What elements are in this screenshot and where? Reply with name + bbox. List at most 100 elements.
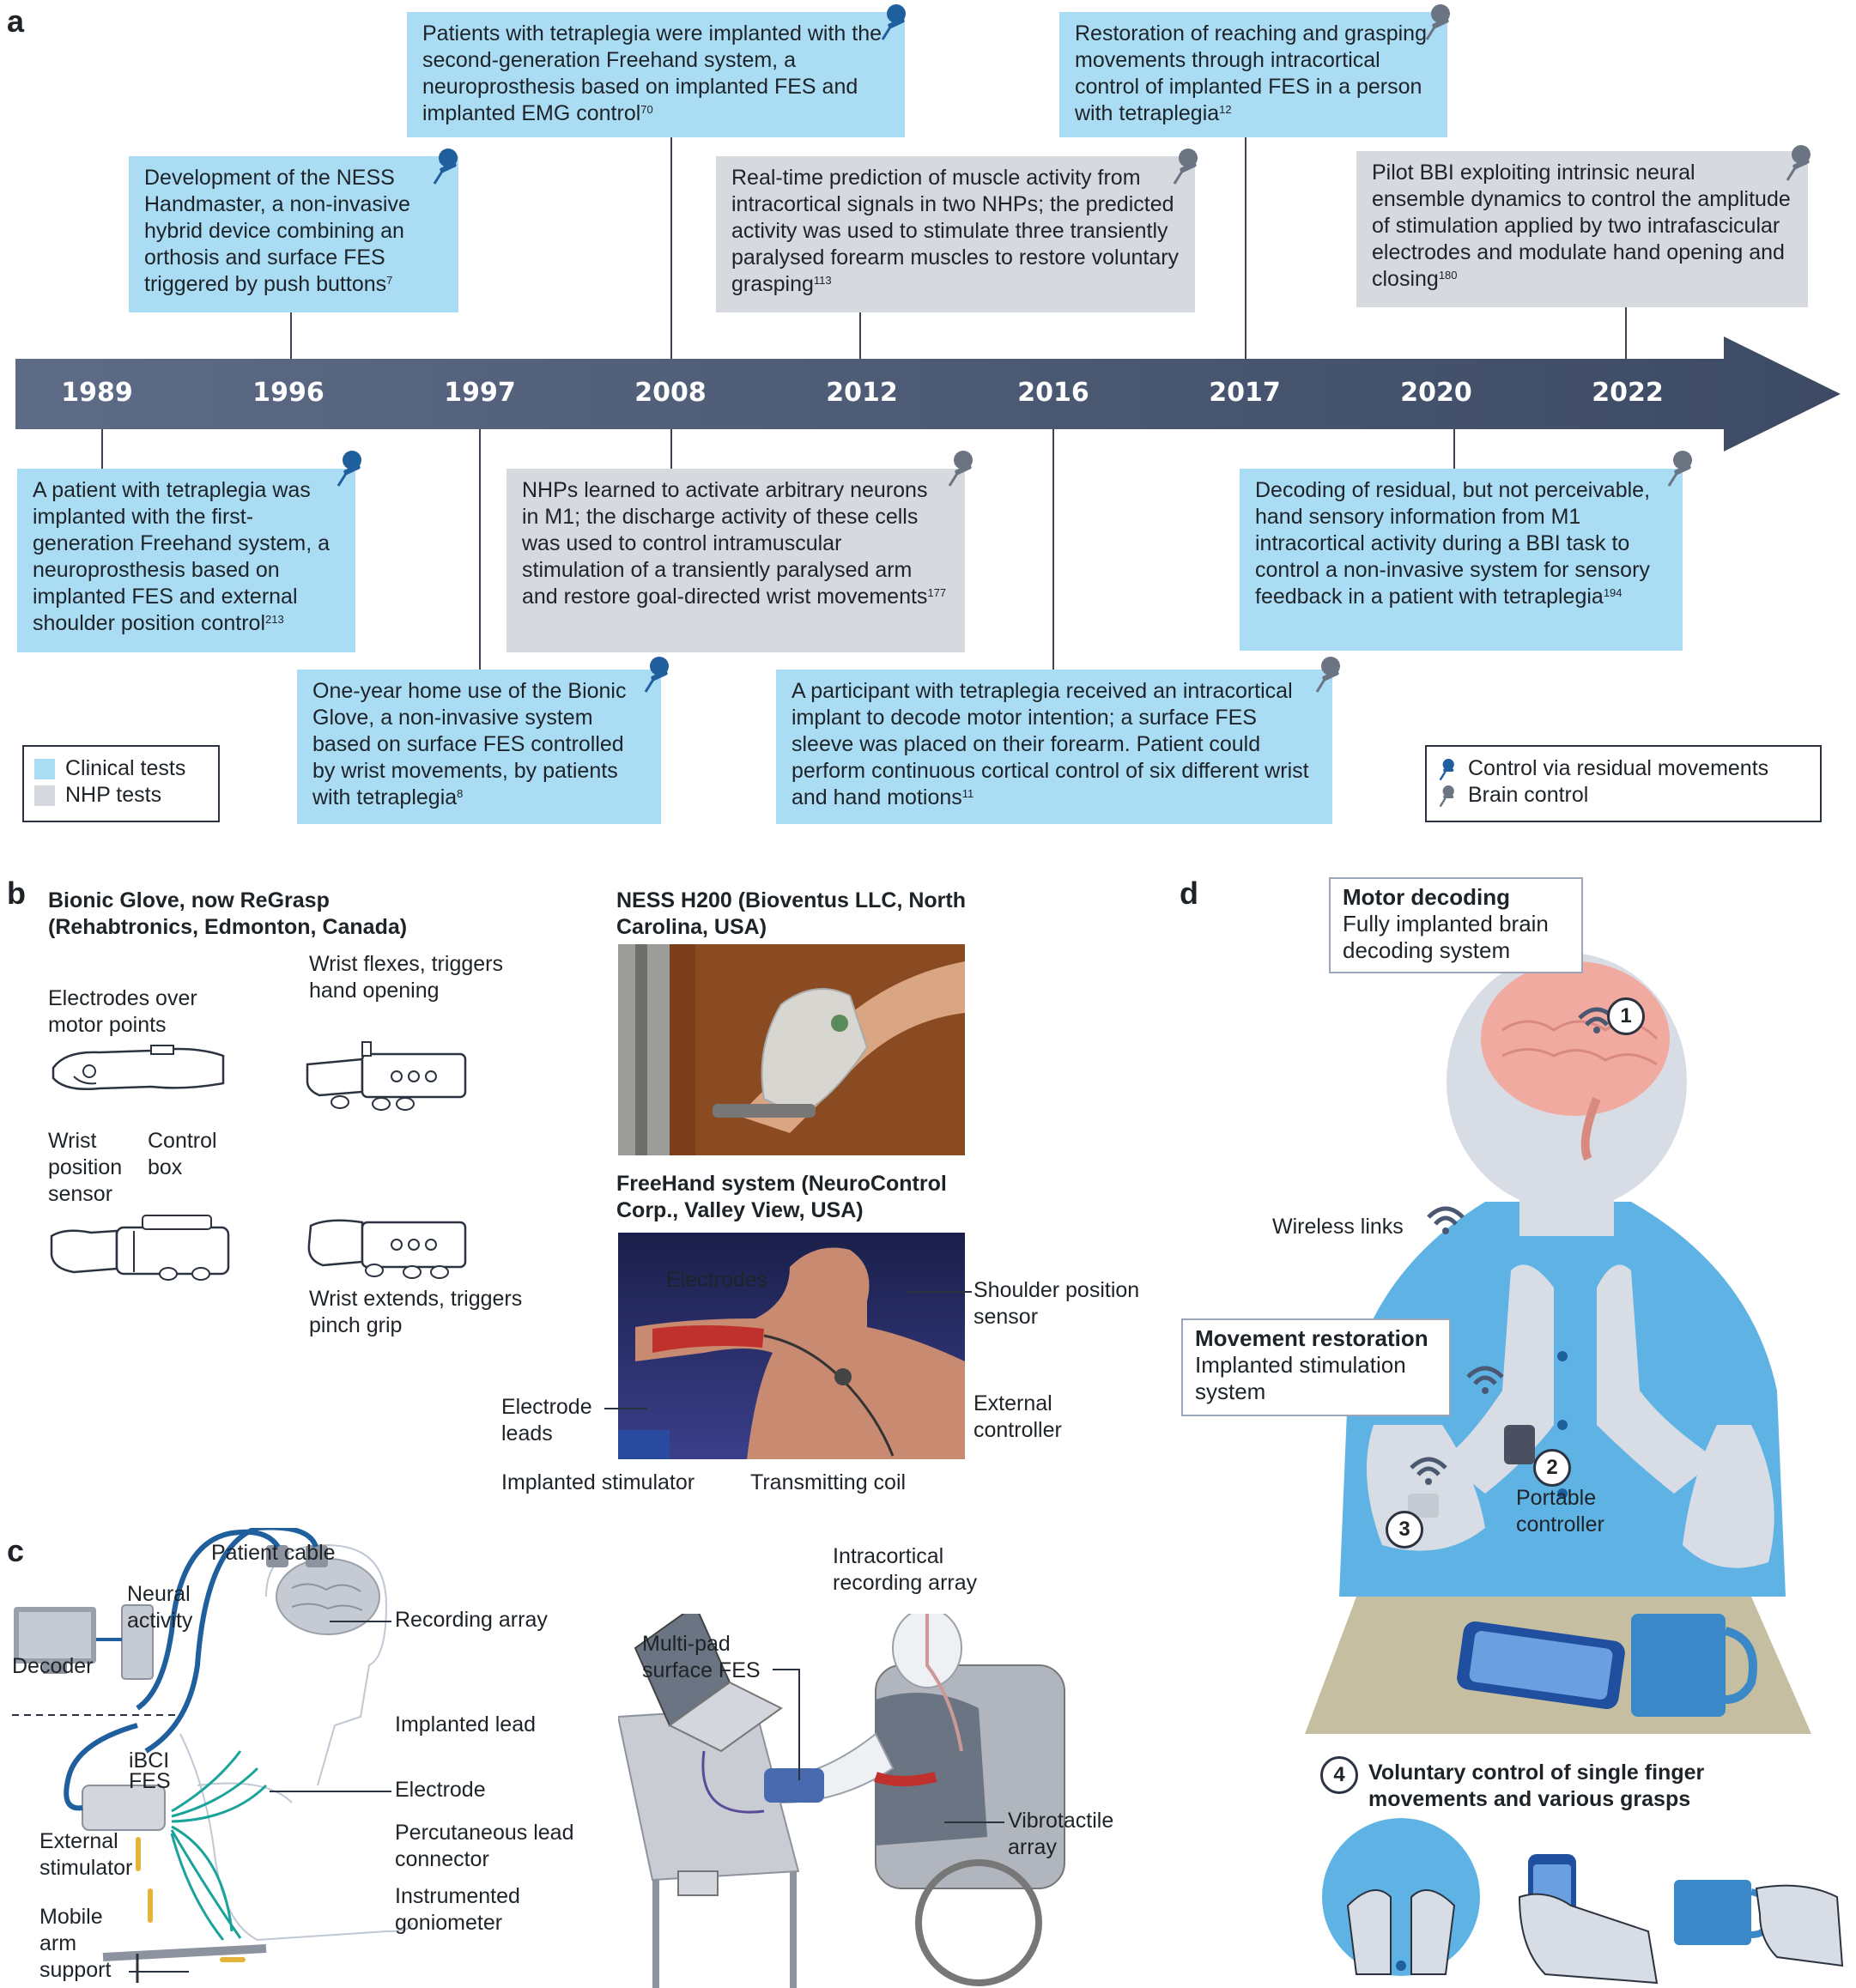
grasp-phone-illustration bbox=[1518, 1854, 1659, 1985]
label-decoder: Decoder bbox=[12, 1654, 94, 1678]
label-fh-electrode-leads: Electrode leads bbox=[501, 1395, 592, 1446]
label-wrist-flexes: Wrist flexes, triggers hand opening bbox=[309, 952, 503, 1003]
event-text: NHPs learned to activate arbitrary neuro… bbox=[522, 478, 928, 609]
pushpin-gray-icon bbox=[1425, 4, 1450, 40]
label-multipad-surface-fes: Multi-pad surface FES bbox=[642, 1632, 761, 1682]
event-text: One-year home use of the Bionic Glove, a… bbox=[312, 679, 627, 809]
label-wireless-links: Wireless links bbox=[1272, 1215, 1404, 1239]
label-fh-external-controller: External controller bbox=[973, 1391, 1062, 1442]
event-text: Development of the NESS Handmaster, a no… bbox=[144, 166, 410, 296]
panel-label-c: c bbox=[7, 1533, 25, 1568]
legend-label: Brain control bbox=[1468, 783, 1589, 807]
swatch-clinical bbox=[34, 758, 55, 779]
grasp-button-illustration bbox=[1322, 1818, 1480, 1976]
leader-line bbox=[604, 1408, 647, 1409]
bionic-glove-title: Bionic Glove, now ReGrasp (Rehabtronics,… bbox=[48, 888, 408, 939]
event-box-2020: Decoding of residual, but not perceivabl… bbox=[1240, 469, 1683, 651]
connector-2008b bbox=[670, 429, 672, 472]
reference: 113 bbox=[813, 274, 832, 287]
wireless-signal-icon bbox=[1427, 1206, 1465, 1234]
label-fh-shoulder-position-sensor: Shoulder position sensor bbox=[973, 1278, 1140, 1329]
panel-label-d: d bbox=[1180, 876, 1198, 911]
pushpin-blue-icon bbox=[433, 148, 458, 185]
panel-label-a: a bbox=[7, 3, 25, 39]
label-patient-cable: Patient cable bbox=[211, 1541, 336, 1565]
pushpin-blue-icon bbox=[881, 4, 906, 40]
ness-h200-photo bbox=[618, 944, 965, 1155]
label-electrode: Electrode bbox=[395, 1778, 486, 1802]
year-1989: 1989 bbox=[61, 378, 133, 408]
label-portable-controller: Portable controller bbox=[1516, 1486, 1604, 1536]
label-instrumented-goniometer: Instrumented goniometer bbox=[395, 1884, 520, 1935]
pushpin-blue-icon bbox=[1439, 758, 1454, 780]
leader-line bbox=[944, 1821, 1004, 1823]
event-text: Real-time prediction of muscle activity … bbox=[731, 166, 1180, 296]
freehand-title: FreeHand system (NeuroControl Corp., Val… bbox=[616, 1172, 947, 1222]
connector-1997 bbox=[479, 429, 481, 673]
label-percutaneous-lead-connector: Percutaneous lead connector bbox=[395, 1821, 574, 1871]
pushpin-gray-icon bbox=[948, 451, 973, 487]
hand-glove-drawing-1 bbox=[52, 1045, 225, 1090]
callout-motor-decoding: Motor decoding Fully implanted brain dec… bbox=[1329, 877, 1583, 973]
leader-line bbox=[798, 1669, 800, 1780]
event-box-1989: A patient with tetraplegia was implanted… bbox=[17, 469, 355, 652]
reference: 213 bbox=[265, 613, 284, 626]
connector-1989 bbox=[101, 429, 103, 472]
label-recording-array: Recording array bbox=[395, 1608, 548, 1632]
legend-item-nhp: NHP tests bbox=[34, 782, 208, 809]
connector-2022 bbox=[1625, 307, 1627, 359]
step-number-1: 1 bbox=[1607, 997, 1645, 1035]
fes-wheelchair-illustration bbox=[618, 1614, 1065, 1988]
step-number-3: 3 bbox=[1386, 1511, 1423, 1549]
voluntary-control-caption: Voluntary control of single finger movem… bbox=[1368, 1761, 1705, 1811]
reference: 11 bbox=[961, 787, 974, 800]
event-text: A patient with tetraplegia was implanted… bbox=[33, 478, 331, 635]
timeline-arrow bbox=[15, 336, 1841, 452]
motor-decoding-title: Motor decoding bbox=[1343, 884, 1510, 910]
event-box-1996: Development of the NESS Handmaster, a no… bbox=[129, 156, 458, 312]
pushpin-blue-icon bbox=[337, 451, 361, 487]
pushpin-gray-icon bbox=[1439, 785, 1454, 807]
event-box-2012: Real-time prediction of muscle activity … bbox=[716, 156, 1195, 312]
leader-line bbox=[330, 1621, 391, 1622]
event-text: Restoration of reaching and grasping mov… bbox=[1075, 21, 1427, 125]
connector-2012 bbox=[859, 307, 861, 359]
event-box-2016: A participant with tetraplegia received … bbox=[776, 670, 1332, 824]
label-intracortical-recording-array: Intracortical recording array bbox=[833, 1544, 978, 1595]
connector-2017 bbox=[1245, 136, 1246, 359]
year-1996: 1996 bbox=[252, 378, 324, 408]
label-fh-transmitting-coil: Transmitting coil bbox=[750, 1470, 907, 1494]
panel-label-b: b bbox=[7, 876, 26, 911]
event-text: A participant with tetraplegia received … bbox=[792, 679, 1309, 809]
leader-line bbox=[270, 1791, 391, 1792]
hand-glove-drawing-2 bbox=[306, 1041, 467, 1111]
year-2016: 2016 bbox=[1017, 378, 1089, 408]
hand-glove-drawing-4 bbox=[307, 1219, 467, 1279]
pushpin-gray-icon bbox=[1315, 657, 1340, 693]
leader-line bbox=[908, 1291, 972, 1293]
connector-2020 bbox=[1453, 429, 1455, 472]
label-wrist-extends: Wrist extends, triggers pinch grip bbox=[309, 1287, 523, 1337]
label-neural-activity: Neural activity bbox=[127, 1582, 193, 1633]
ibci-fes-schematic bbox=[12, 1528, 413, 1983]
legend-control-type: Control via residual movements Brain con… bbox=[1425, 745, 1822, 822]
pushpin-gray-icon bbox=[1786, 145, 1811, 181]
reference: 177 bbox=[927, 586, 947, 599]
reference: 12 bbox=[1219, 103, 1232, 116]
legend-label: Control via residual movements bbox=[1468, 756, 1769, 780]
freehand-photo bbox=[618, 1233, 965, 1459]
event-box-2017: Restoration of reaching and grasping mov… bbox=[1059, 12, 1447, 137]
label-wrist-position-sensor: Wrist position sensor bbox=[48, 1129, 123, 1206]
wireless-signal-icon bbox=[1466, 1366, 1504, 1394]
step-number-4: 4 bbox=[1320, 1756, 1358, 1794]
legend-test-type: Clinical tests NHP tests bbox=[22, 745, 220, 822]
label-vibrotactile-array: Vibrotactile array bbox=[1008, 1809, 1114, 1859]
legend-item-clinical: Clinical tests bbox=[34, 755, 208, 782]
movement-restoration-body: Implanted stimulation system bbox=[1195, 1352, 1406, 1404]
event-box-2008-freehand: Patients with tetraplegia were implanted… bbox=[407, 12, 905, 137]
label-control-box: Control box bbox=[148, 1129, 217, 1179]
year-2012: 2012 bbox=[826, 378, 898, 408]
label-ibci: iBCI bbox=[129, 1749, 170, 1773]
year-1997: 1997 bbox=[444, 378, 516, 408]
